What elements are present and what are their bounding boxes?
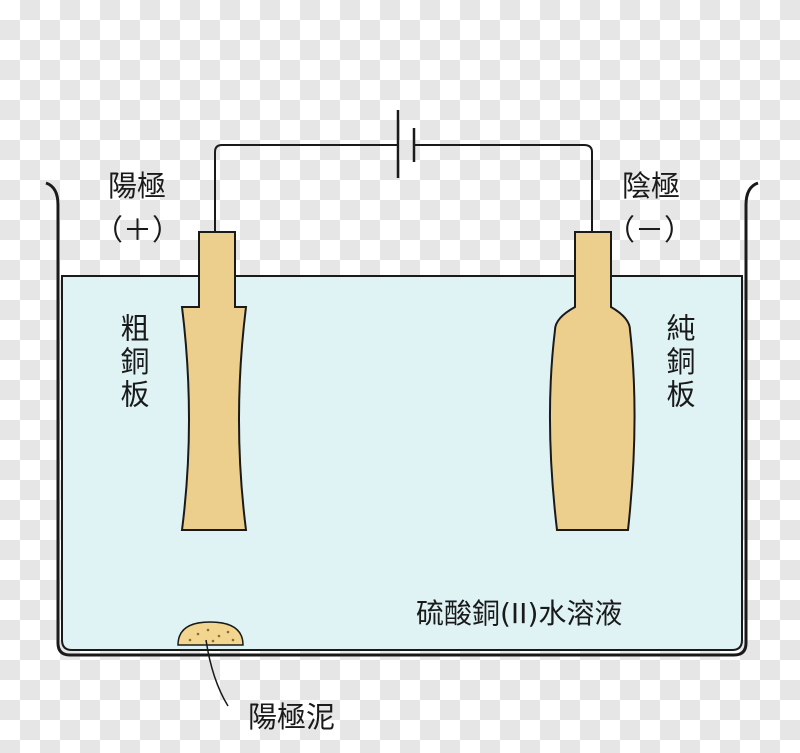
anode-name-label: 陽極 [108, 169, 167, 203]
electrolyte-label: 硫酸銅(II)水溶液 [416, 597, 623, 630]
cathode-name-label: 陰極 [622, 169, 681, 203]
anode-electrode [180, 231, 248, 531]
cathode-sign-label: （－） [606, 213, 694, 247]
anode-sign-label: （＋） [94, 213, 182, 247]
electrolyte-solution [61, 275, 743, 651]
sludge-label: 陽極泥 [248, 700, 336, 734]
beaker-outline [45, 181, 759, 657]
anode-material-label: 粗銅板 [116, 313, 150, 412]
cathode-electrode [548, 231, 636, 531]
circuit-wire [214, 144, 593, 232]
battery-symbol [396, 110, 416, 178]
anode-sludge [177, 621, 244, 646]
sludge-leader-line [205, 639, 229, 707]
cathode-material-label: 純銅板 [662, 313, 696, 412]
